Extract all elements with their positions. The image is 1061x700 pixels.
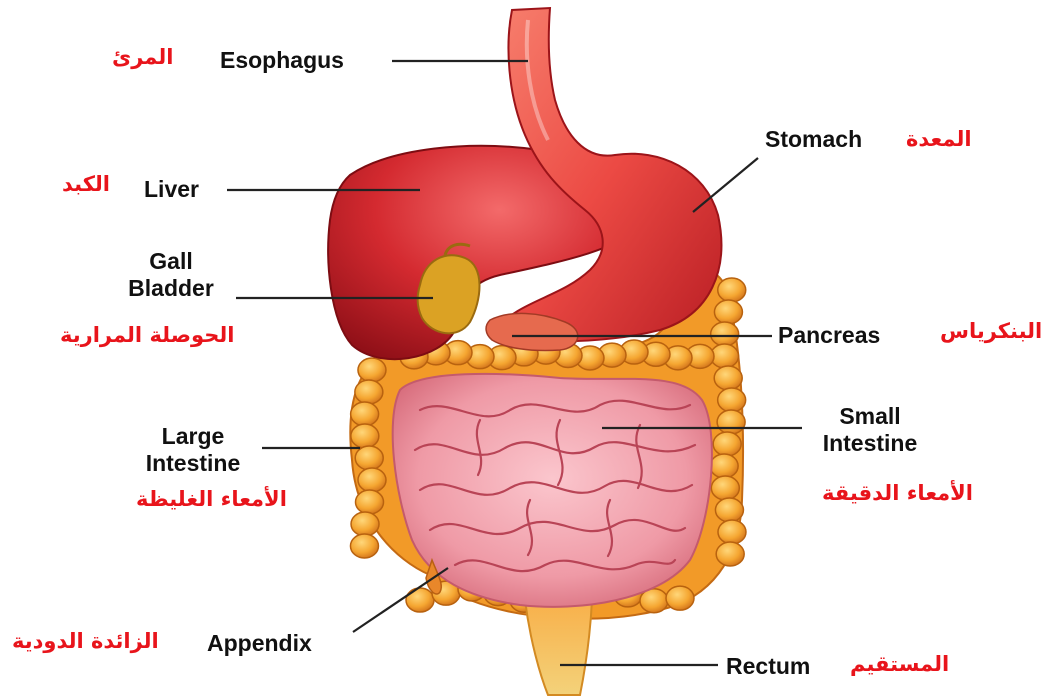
rectum-shape — [525, 600, 592, 695]
large-intestine-label: Large Intestine — [128, 423, 258, 477]
gall-bladder-arabic-label: الحوصلة المرارية — [60, 322, 234, 348]
small-intestine-arabic-label: الأمعاء الدقيقة — [822, 480, 973, 506]
appendix-arabic-label: الزائدة الدودية — [12, 628, 159, 654]
esophagus-arabic-label: المرئ — [112, 44, 173, 70]
gall-bladder-label: Gall Bladder — [112, 248, 230, 302]
small-intestine-label-line1: Small — [805, 403, 935, 430]
colon-haustrum — [716, 542, 744, 566]
large-intestine-label-line1: Large — [128, 423, 258, 450]
colon-haustrum — [351, 402, 379, 426]
colon-haustrum — [666, 586, 694, 610]
colon-haustrum — [356, 490, 384, 514]
gall-bladder-label-line2: Bladder — [112, 275, 230, 302]
colon-haustrum — [711, 476, 739, 500]
colon-haustrum — [714, 300, 742, 324]
large-intestine-arabic-label: الأمعاء الغليظة — [136, 486, 287, 512]
colon-haustrum — [406, 588, 434, 612]
colon-haustrum — [355, 446, 383, 470]
pancreas-arabic-label: البنكرياس — [940, 318, 1042, 344]
colon-haustrum — [718, 388, 746, 412]
gall-bladder-label-line1: Gall — [112, 248, 230, 275]
small-intestine-label-line2: Intestine — [805, 430, 935, 457]
esophagus-label: Esophagus — [220, 47, 344, 74]
colon-haustrum — [358, 358, 386, 382]
colon-haustrum — [714, 366, 742, 390]
liver-arabic-label: الكبد — [62, 171, 110, 197]
large-intestine-label-line2: Intestine — [128, 450, 258, 477]
stomach-arabic-label: المعدة — [906, 126, 972, 152]
colon-haustrum — [717, 410, 745, 434]
colon-haustrum — [350, 534, 378, 558]
colon-haustrum — [355, 380, 383, 404]
small-intestine-label: Small Intestine — [805, 403, 935, 457]
rectum-arabic-label: المستقيم — [850, 651, 949, 677]
colon-haustrum — [711, 322, 739, 346]
colon-haustrum — [713, 432, 741, 456]
colon-haustrum — [351, 424, 379, 448]
colon-haustrum — [718, 278, 746, 302]
colon-haustrum — [718, 520, 746, 544]
colon-haustrum — [715, 498, 743, 522]
colon-haustrum — [358, 468, 386, 492]
colon-haustrum — [710, 454, 738, 478]
liver-label: Liver — [144, 176, 199, 203]
rectum-label: Rectum — [726, 653, 810, 680]
stomach-label: Stomach — [765, 126, 862, 153]
colon-haustrum — [351, 512, 379, 536]
appendix-label: Appendix — [207, 630, 312, 657]
pancreas-label: Pancreas — [778, 322, 880, 349]
